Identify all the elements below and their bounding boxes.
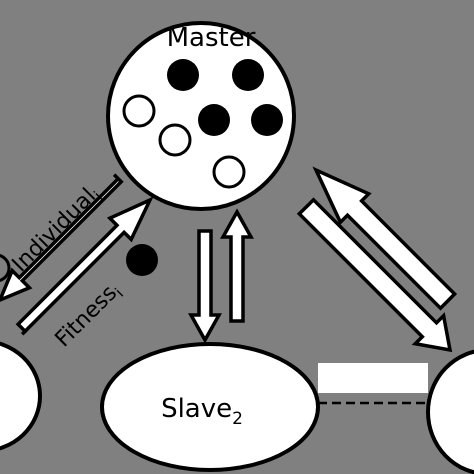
individual-filled [167,59,199,91]
ellipsis-box [318,363,428,393]
left-arrow-pair [0,173,154,336]
slave-right-node [426,349,474,474]
arrow-to-right-slave [296,197,453,353]
fitness-token [126,244,158,276]
individual-hollow [212,155,246,189]
individual-hollow [122,94,156,128]
center-arrow-pair [188,208,254,344]
individual-filled [251,104,283,136]
arrow-to-master-center [220,208,254,323]
slave-center-label: Slave2 [161,394,243,429]
individual-hollow [158,123,192,157]
individual-filled [198,104,230,136]
right-arrow-pair [296,166,458,353]
partial-node-icon [0,254,11,282]
arrow-to-master-left [15,196,154,336]
master-label: Master [167,23,256,53]
slave-left-node [0,341,42,451]
arrow-to-master-right [312,166,458,311]
slave-center-node [100,342,320,472]
arrow-to-slave-2 [188,229,222,344]
arrow-to-left-slave [0,173,124,302]
individual-filled [232,59,264,91]
